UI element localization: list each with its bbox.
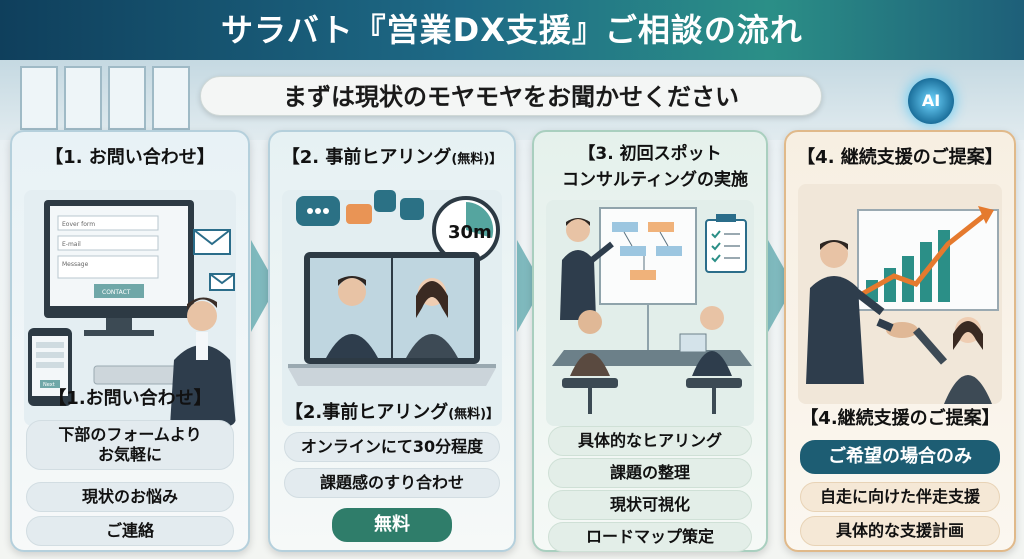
free-badge: 無料 xyxy=(332,508,452,542)
consulting-illustration xyxy=(546,200,754,426)
ai-icon: AI xyxy=(908,78,954,124)
ai-icon-label: AI xyxy=(921,91,941,110)
step-4-item: 自走に向けた伴走支援 xyxy=(800,482,1000,512)
step-1-label: 【1.お問い合わせ】 xyxy=(48,388,212,409)
window-decoration xyxy=(108,66,146,130)
window-decoration xyxy=(64,66,102,130)
subtitle: まずは現状のモヤモヤをお聞かせください xyxy=(283,83,739,111)
window-decoration xyxy=(20,66,58,130)
contact-illustration: Eover form E-mail Message CONTACT Next xyxy=(24,190,236,426)
phone-next-button: Next xyxy=(43,382,55,388)
page-title: サラバト『営業DX支援』ご相談の流れ xyxy=(221,11,803,49)
step-card-2: 【2. 事前ヒアリング(無料)】 30m xyxy=(268,130,516,552)
step-1-item: ご連絡 xyxy=(26,516,234,546)
timer-label: 30m xyxy=(448,222,492,243)
online-meeting-illustration: 30m xyxy=(282,190,502,426)
form-field-1: Eover form xyxy=(62,221,95,228)
form-field-2: E-mail xyxy=(62,241,81,248)
step-1-title: 【1. お問い合わせ】 xyxy=(45,147,215,168)
optional-badge: ご希望の場合のみ xyxy=(800,440,1000,474)
step-4-label: 【4.継続支援のご提案】 xyxy=(800,408,1000,429)
step-1-item: 現状のお悩み xyxy=(26,482,234,512)
step-3-title-line2: コンサルティングの実施 xyxy=(562,170,748,190)
step-3-item: 具体的なヒアリング xyxy=(548,426,752,456)
form-field-3: Message xyxy=(62,261,89,268)
page-title-banner: サラバト『営業DX支援』ご相談の流れ xyxy=(0,0,1024,60)
step-2-item: 課題感のすり合わせ xyxy=(284,468,500,498)
step-2-item: オンラインにて30分程度 xyxy=(284,432,500,462)
step-3-item: 課題の整理 xyxy=(548,458,752,488)
proposal-illustration xyxy=(798,184,1002,404)
subtitle-banner: まずは現状のモヤモヤをお聞かせください xyxy=(200,76,822,116)
step-2-title-suffix: (無料)】 xyxy=(451,152,503,167)
step-4-item: 具体的な支援計画 xyxy=(800,516,1000,546)
step-3-item: ロードマップ策定 xyxy=(548,522,752,552)
step-3-item: 現状可視化 xyxy=(548,490,752,520)
window-decoration xyxy=(152,66,190,130)
step-3-title-line1: 【3. 初回スポット xyxy=(578,144,722,164)
step-2-label: 【2.事前ヒアリング(無料)】 xyxy=(270,398,514,424)
step-card-4: 【4. 継続支援のご提案】 【4.継続支援 xyxy=(784,130,1016,552)
step-2-title: 【2. 事前ヒアリング(無料)】 xyxy=(270,146,514,172)
step-card-3: 【3. 初回スポット コンサルティングの実施 xyxy=(532,130,768,552)
step-1-item: 下部のフォームより お気軽に xyxy=(26,420,234,470)
step-card-1: 【1. お問い合わせ】 Eover form E-mail Message CO… xyxy=(10,130,250,552)
form-contact-button: CONTACT xyxy=(102,289,131,296)
step-2-label-main: 【2.事前ヒアリング xyxy=(284,402,449,423)
step-4-title: 【4. 継続支援のご提案】 xyxy=(797,147,1003,168)
step-2-label-suffix: (無料)】 xyxy=(448,407,500,422)
office-background xyxy=(0,60,1024,140)
step-2-title-main: 【2. 事前ヒアリング xyxy=(281,147,452,168)
